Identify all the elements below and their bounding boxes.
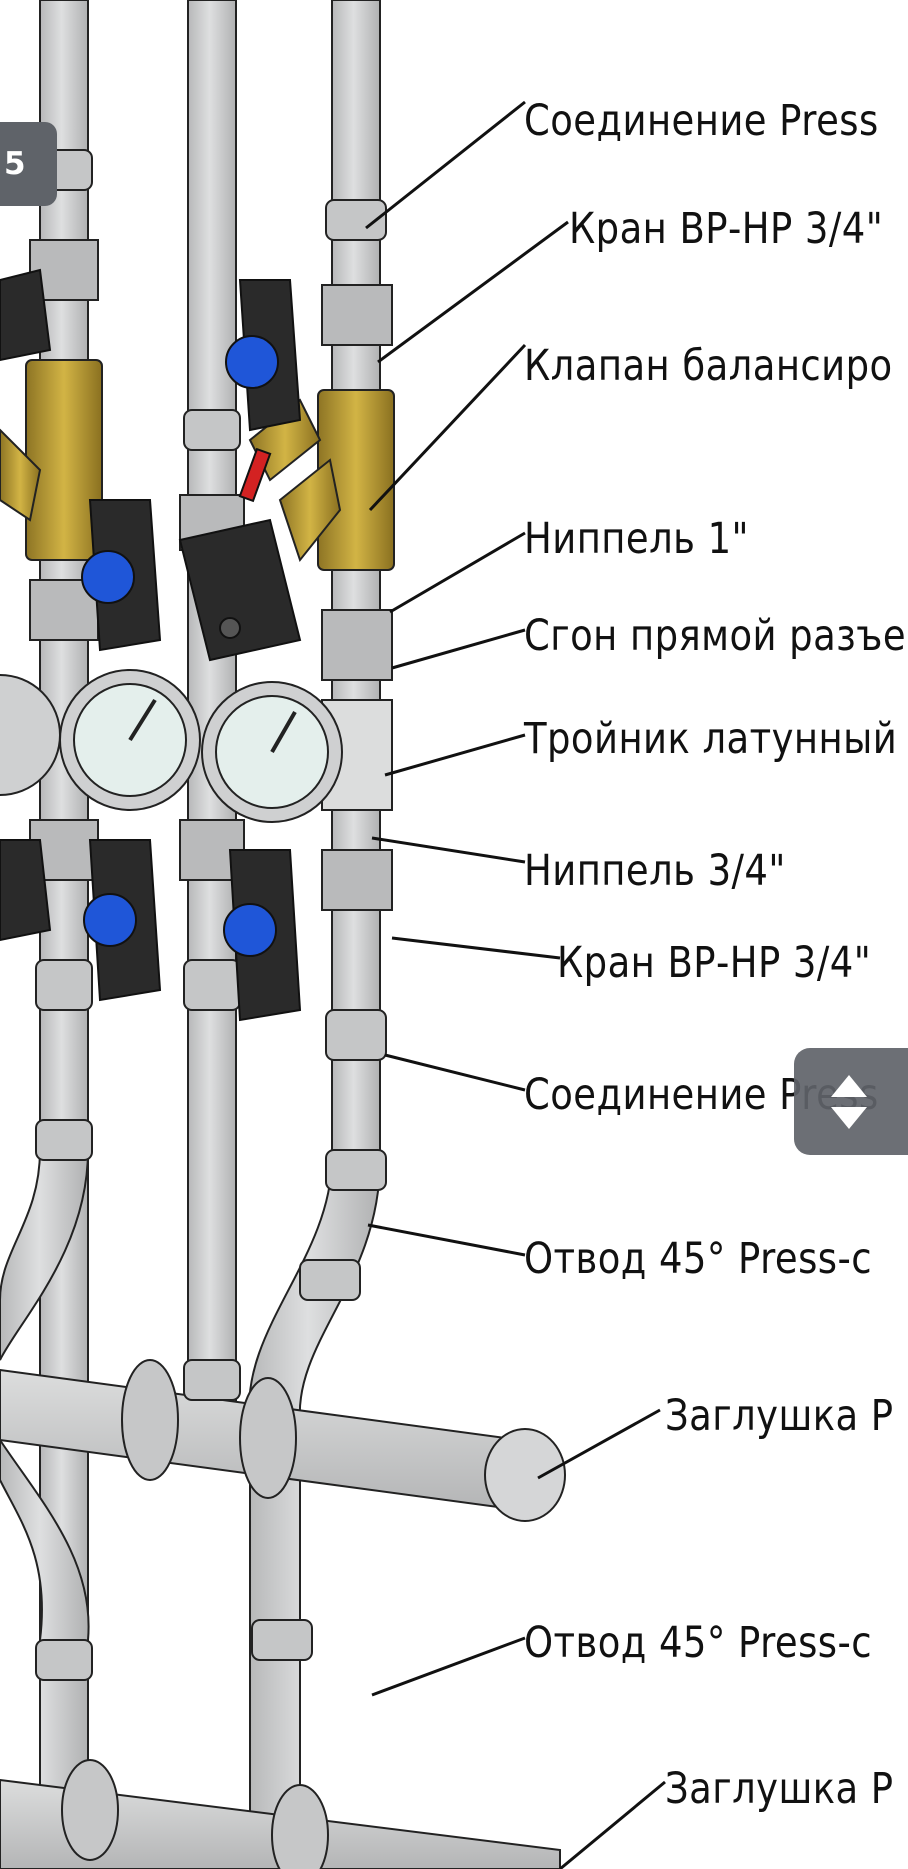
callout-press-top: Соединение Press (524, 96, 879, 146)
up-down-arrows-icon (831, 1074, 867, 1129)
callout-union: Сгон прямой разъе (524, 611, 907, 661)
callout-elbow-1: Отвод 45° Press-с (524, 1234, 873, 1284)
pressure-gauges (0, 669, 343, 823)
manifold-lower (0, 1759, 561, 1869)
ball-valves (0, 268, 302, 1022)
callout-balancing-valve: Клапан балансиро (524, 341, 893, 391)
callout-nipple-34: Ниппель 3/4" (524, 846, 786, 896)
riser-right (248, 0, 382, 1869)
callout-tee: Тройник латунный (524, 714, 898, 764)
scroll-handle[interactable] (794, 1048, 908, 1155)
callout-valve-top: Кран ВР-НР 3/4" (569, 204, 884, 254)
page-number-badge[interactable]: 5 (0, 122, 57, 206)
callout-elbow-2: Отвод 45° Press-с (524, 1618, 873, 1668)
manifold-upper (0, 1359, 566, 1522)
brass-valves (0, 359, 395, 571)
press-rings (35, 149, 387, 1681)
leader-lines (365, 100, 666, 1869)
callout-plug-2: Заглушка Р (665, 1764, 894, 1814)
hex-fittings (29, 239, 393, 911)
callout-valve-bottom: Кран ВР-НР 3/4" (557, 938, 872, 988)
callout-plug-1: Заглушка Р (665, 1391, 894, 1441)
callout-nipple-1: Ниппель 1" (524, 514, 749, 564)
